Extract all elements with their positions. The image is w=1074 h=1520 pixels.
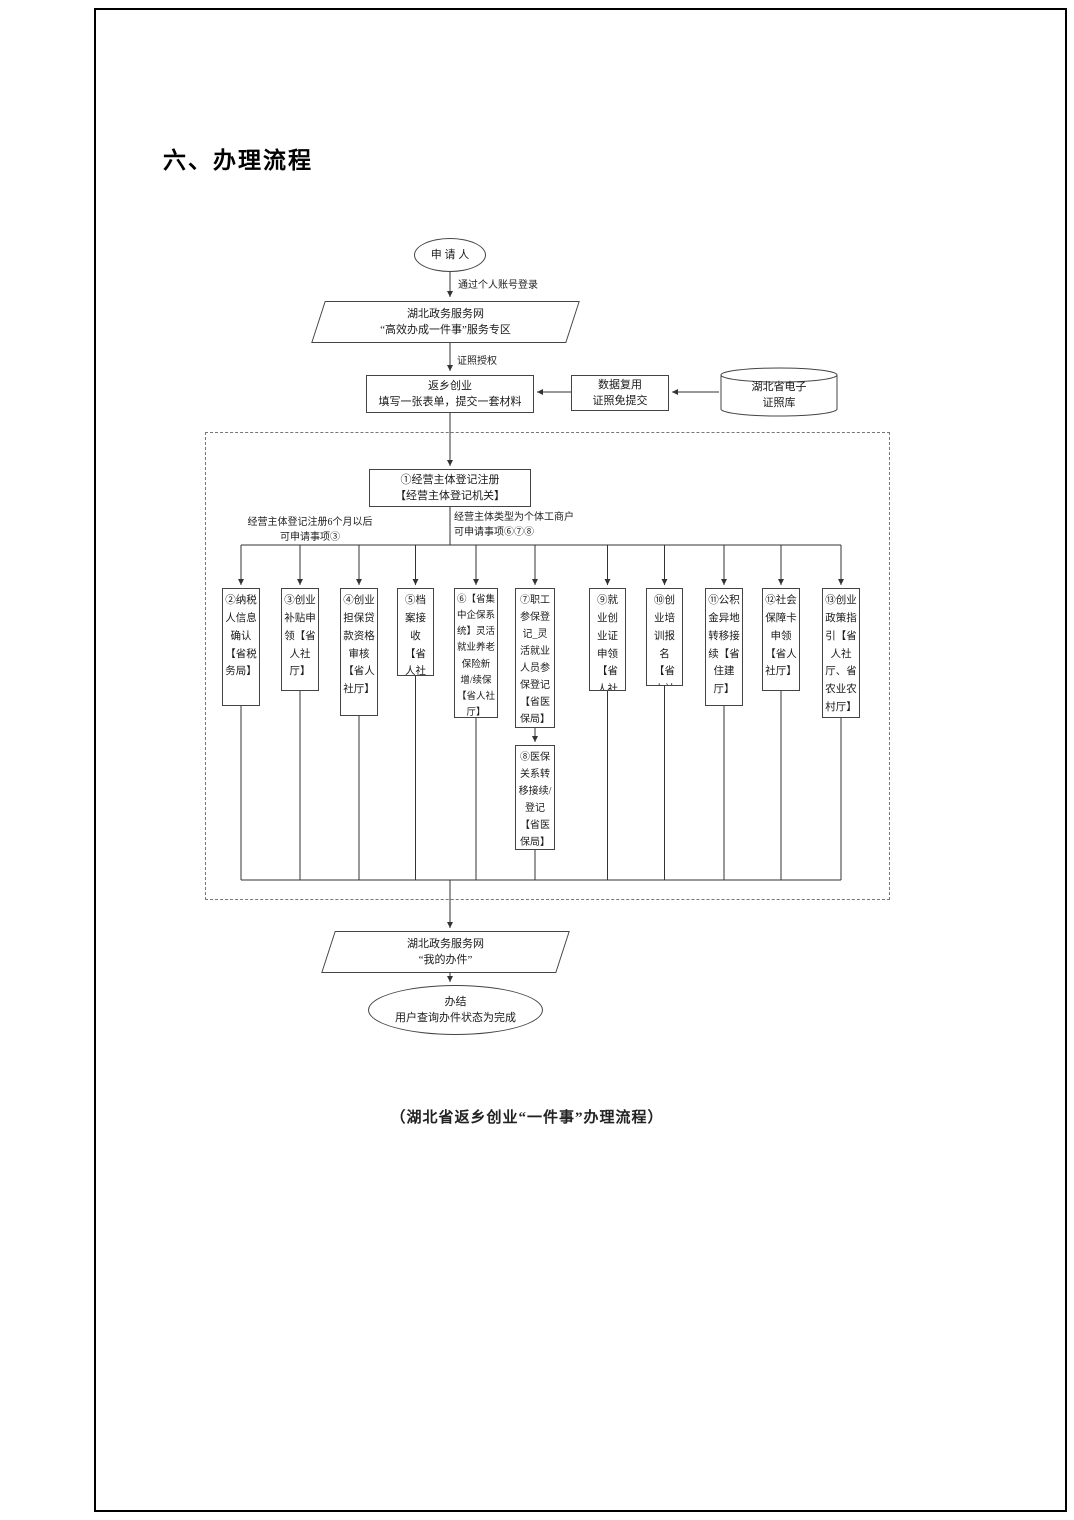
license-auth-edge-label: 证照授权 [457,356,497,367]
task-pension-insurance: ⑥【省集中企保系统】灵活就业养老保险新增/续保【省人社厅】 [454,588,498,718]
start-node: 申 请 人 [414,238,486,272]
branch-left-label: 经营主体登记注册6个月以后 可申请事项③ [247,517,373,543]
task-employee-insurance: ⑦职工参保登记_灵活就业人员参保登记【省医保局】 [515,588,555,728]
task-employment-cert: ⑨就业创业证申领【省人社厅】 [589,588,626,691]
end-label: 办结 用户查询办件状态为完成 [395,995,516,1025]
portal-my-items-node: 湖北政务服务网 “我的办件” [321,931,570,973]
task-loan-review: ④创业担保贷款资格审核【省人社厅】 [340,588,378,716]
cylinder-shape [720,367,838,417]
task-provident-fund: ⑪公积金异地转移接续【省住建厅】 [705,588,743,706]
portal-entry-label: 湖北政务服务网 “高效办成一件事”服务专区 [380,307,511,337]
task-taxpayer-info: ②纳税人信息确认【省税务局】 [222,588,260,706]
figure-caption: （湖北省返乡创业“一件事”办理流程） [390,1110,664,1126]
task-training-signup: ⑩创业培训报名【省人社厅】 [646,588,683,686]
login-edge-label: 通过个人账号登录 [458,280,538,291]
portal-entry-node: 湖北政务服务网 “高效办成一件事”服务专区 [311,301,580,343]
register-label: ①经营主体登记注册 【经营主体登记机关】 [395,473,505,503]
task-medical-transfer: ⑧医保关系转移接续/登记【省医保局】 [515,745,555,850]
branch-right-label: 经营主体类型为个体工商户 可申请事项⑥⑦⑧ [454,512,574,538]
apply-form-label: 返乡创业 填写一张表单，提交一套材料 [378,379,522,409]
license-db-label: 湖北省电子 证照库 [751,380,807,410]
register-node: ①经营主体登记注册 【经营主体登记机关】 [369,469,531,507]
data-reuse-label: 数据复用 证照免提交 [592,378,648,408]
apply-form-node: 返乡创业 填写一张表单，提交一套材料 [366,375,534,413]
data-reuse-node: 数据复用 证照免提交 [571,375,669,411]
task-archive-receive: ⑤档案接收【省人社厅】 [397,588,434,676]
portal-my-items-label: 湖北政务服务网 “我的办件” [407,937,484,967]
process-group-box [205,432,890,900]
task-policy-guide: ⑬创业政策指引【省人社厅、省农业农村厅】 [822,588,860,718]
task-social-security-card: ⑫社会保障卡申领【省人社厅】 [762,588,800,691]
task-startup-subsidy: ③创业补贴申领【省人社厅】 [281,588,319,691]
end-node: 办结 用户查询办件状态为完成 [368,985,543,1035]
section-heading: 六、办理流程 [163,147,313,173]
license-db-cylinder: 湖北省电子 证照库 [720,367,838,417]
start-label: 申 请 人 [430,248,470,261]
